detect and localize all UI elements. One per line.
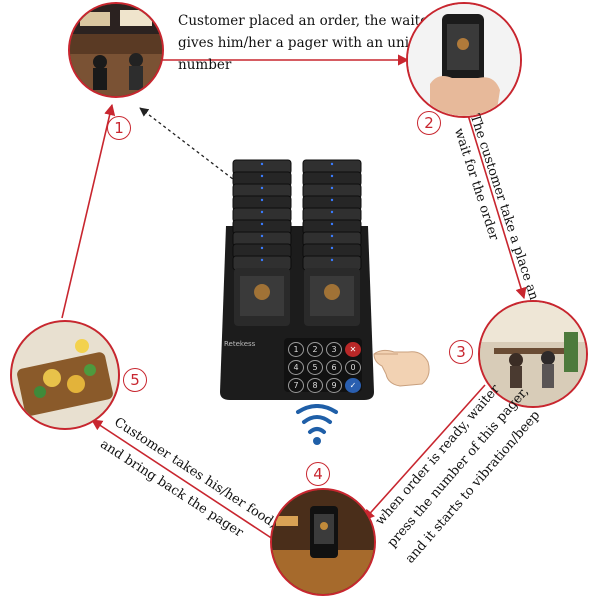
pager-led: [260, 186, 264, 190]
keypad-key[interactable]: 7: [288, 378, 304, 393]
keypad-key[interactable]: 3: [326, 342, 342, 357]
pager-led: [330, 246, 334, 250]
step-1-photo: [68, 2, 164, 98]
pager-led: [330, 198, 334, 202]
keypad-key[interactable]: 4: [288, 360, 304, 375]
arrow-5-to-1: [61, 103, 116, 319]
keypad-key[interactable]: 2: [307, 342, 323, 357]
step-2-number: 2: [417, 111, 441, 135]
keypad-key[interactable]: 6: [326, 360, 342, 375]
keypad-key[interactable]: 1: [288, 342, 304, 357]
stacked-pager: [232, 255, 292, 271]
keypad-confirm-key[interactable]: ✓: [345, 378, 361, 393]
restaurant-interior-image: [480, 302, 586, 406]
caption-line: number: [178, 57, 232, 73]
step-4-number: 4: [306, 462, 330, 486]
caption-line: Customer placed an order, the waiter: [178, 13, 435, 29]
pager-led: [260, 246, 264, 250]
stacked-pager: [302, 255, 362, 271]
step-3-number: 3: [449, 340, 473, 364]
keypad-key[interactable]: 5: [307, 360, 323, 375]
pager-led: [260, 210, 264, 214]
pager-led: [260, 162, 264, 166]
pager-led: [330, 222, 334, 226]
cafe-counter-image: [70, 4, 162, 96]
pager-led: [260, 198, 264, 202]
step-5-photo: [10, 320, 120, 430]
caption-line: gives him/her a pager with an unique: [178, 35, 435, 51]
pager-system-device: Retekess 1 2 3 ✕ 4 5 6 0 7 8 9 ✓: [218, 156, 376, 400]
wifi-signal-icon: [294, 404, 340, 448]
pointing-hand-icon: [372, 332, 436, 390]
step-4-photo: [270, 488, 376, 596]
pager-led: [330, 258, 334, 262]
arrow-3-to-4: [363, 384, 486, 521]
pager-led: [260, 234, 264, 238]
step-3-photo: [478, 300, 588, 408]
keypad-key[interactable]: 0: [345, 360, 361, 375]
pager-led: [260, 174, 264, 178]
food-platter-image: [12, 322, 118, 428]
pager-led: [260, 258, 264, 262]
keypad-key[interactable]: 8: [307, 378, 323, 393]
arrow-4-to-5: [91, 419, 283, 546]
step-1-caption: Customer placed an order, the waiter giv…: [178, 10, 435, 76]
step-5-number: 5: [123, 368, 147, 392]
keypad-cancel-key[interactable]: ✕: [345, 342, 361, 357]
device-brand: Retekess: [224, 340, 256, 348]
pager-led: [260, 222, 264, 226]
step-1-number: 1: [107, 116, 131, 140]
arrow-2-to-3: [467, 114, 527, 300]
hand-holding-pager-image: [408, 4, 520, 116]
pager-led: [330, 234, 334, 238]
pager-led: [330, 174, 334, 178]
pager-led: [330, 186, 334, 190]
keypad-key[interactable]: 9: [326, 378, 342, 393]
device-keypad: 1 2 3 ✕ 4 5 6 0 7 8 9 ✓: [288, 342, 361, 393]
pager-led: [330, 162, 334, 166]
pager-led: [330, 210, 334, 214]
pager-on-table-image: [272, 490, 374, 594]
step-2-photo: [406, 2, 522, 118]
